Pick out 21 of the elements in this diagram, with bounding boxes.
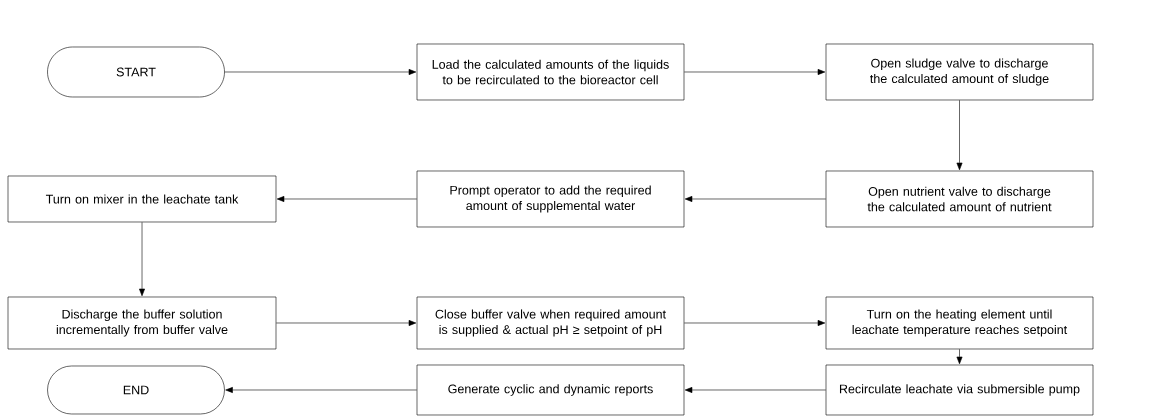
arrow xyxy=(225,387,417,393)
process-box: Generate cyclic and dynamic reports xyxy=(416,364,685,416)
process-box: Recirculate leachate via submersible pump xyxy=(825,364,1094,416)
process-box: Discharge the buffer solution incrementally from buffer valve xyxy=(7,296,277,350)
arrow xyxy=(684,69,826,75)
arrow xyxy=(684,387,826,393)
process-box: Open nutrient valve to discharge the calculated amount of nutrient xyxy=(825,170,1094,228)
arrow xyxy=(139,222,145,297)
arrow xyxy=(684,196,826,202)
arrow xyxy=(224,69,417,75)
process-box: Prompt operator to add the required amount of supplemental water xyxy=(416,170,685,228)
process-box: Turn on the heating element until leachate temperature reaches setpoint xyxy=(825,296,1094,350)
process-box: Open sludge valve to discharge the calculated amount of sludge xyxy=(825,43,1094,101)
process-box: Load the calculated amounts of the liquids to be recirculated to the bioreactor cell xyxy=(416,43,685,101)
arrow xyxy=(956,100,963,171)
process-box: Close buffer valve when required amount is supplied & actual pH ≥ setpoint of pH xyxy=(416,296,685,350)
process-box: Turn on mixer in the leachate tank xyxy=(7,175,277,223)
arrow xyxy=(276,196,417,202)
arrow xyxy=(684,320,826,326)
arrow xyxy=(276,320,417,326)
arrow xyxy=(956,349,963,365)
